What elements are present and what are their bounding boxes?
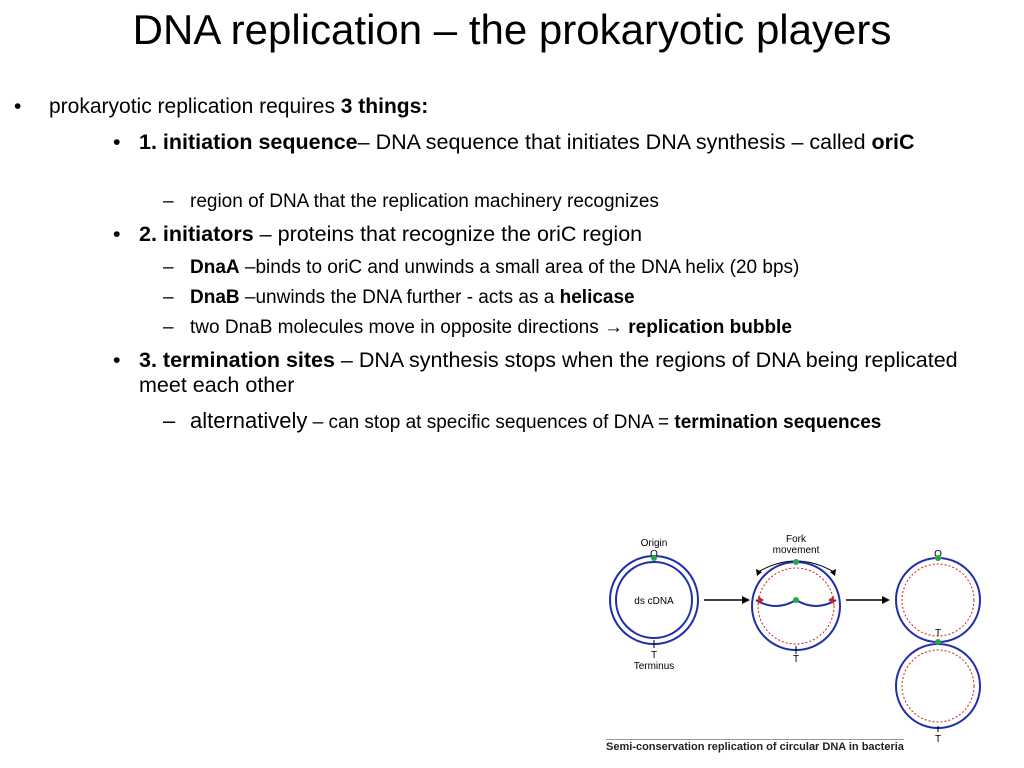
slide-title: DNA replication – the prokaryotic player… [132, 6, 892, 53]
sub-bullet-region: – region of DNA that the replication mac… [163, 189, 1003, 215]
dash-marker: – [163, 408, 176, 433]
sub-bullet-text: –binds to oriC and unwinds a small area … [239, 257, 800, 278]
bullet-dot: • [113, 348, 121, 372]
dash-marker: – [163, 287, 174, 308]
bullet-dot: • [113, 130, 121, 154]
bullet-bold: 2. initiators [139, 222, 254, 246]
bullet-initiators: • 2. initiators – proteins that recogniz… [113, 222, 1013, 247]
origin-dot [793, 559, 799, 565]
bullet-bold-oric: oriC [871, 130, 915, 154]
fork-arrow-left-head [756, 569, 762, 576]
arrow-icon [846, 596, 890, 604]
terminus-dot [935, 639, 941, 645]
sub-bullet-big: alternatively [190, 408, 308, 433]
origin-label: Origin [641, 538, 668, 549]
bullet-bold: 3 things: [340, 95, 429, 118]
t-label-lower: T [935, 734, 941, 745]
bullet-initiation-sequence: • 1. initiation sequence– DNA sequence t… [113, 130, 1013, 155]
panel-fork-movement: Fork movement T [751, 534, 841, 665]
dash-marker: – [163, 317, 174, 338]
bullet-dot: • [14, 95, 22, 118]
lower-new-strand [901, 649, 975, 723]
bullet-termination-sites: • 3. termination sites – DNA synthesis s… [113, 348, 1003, 398]
circular-dna-replication-diagram: Origin O ds cDNA T Terminus Fork movemen… [609, 534, 981, 745]
sub-bullet-bold: DnaB [190, 287, 240, 308]
t-label: T [651, 650, 657, 661]
t-label-upper: T [935, 628, 941, 639]
bullet-dot: • [113, 222, 121, 246]
sub-bullet-two-dnab: – two DnaB molecules move in opposite di… [163, 315, 1003, 341]
sub-bullet-dnaa: – DnaA –binds to oriC and unwinds a smal… [163, 255, 1003, 281]
fork-label-line1: Fork [786, 534, 807, 545]
fork-left [758, 596, 764, 604]
sub-bullet-text: – can stop at specific sequences of DNA … [307, 412, 675, 433]
right-arrow-icon: → [603, 317, 623, 338]
t-label: T [793, 654, 799, 665]
bullet-text: – proteins that recognize the oriC regio… [253, 222, 643, 246]
dash-marker: – [163, 191, 174, 212]
ds-cdna-label: ds cDNA [634, 596, 674, 607]
arrow-icon [704, 596, 750, 604]
upper-new-strand [901, 563, 975, 637]
lower-outer-strand [895, 643, 981, 729]
bullet-text: – DNA synthesis stops when the regions o… [139, 348, 958, 397]
outer-strand [751, 561, 841, 651]
figure-caption: Semi-conservation replication of circula… [606, 739, 904, 753]
o-label: O [934, 549, 942, 560]
bullet-text: prokaryotic replication requires [49, 95, 341, 118]
dash-marker: – [163, 257, 174, 278]
sub-bullet-text: two DnaB molecules move in opposite dire… [190, 317, 604, 338]
sub-bullet-bold: replication bubble [628, 317, 792, 338]
new-strand [757, 567, 835, 645]
inner-strand [615, 561, 693, 639]
sub-bullet-bold: termination sequences [674, 412, 882, 433]
bullet-bold: 3. termination sites [139, 348, 335, 372]
origin-dot-inner [793, 597, 799, 603]
sub-bullet-text: –unwinds the DNA further - acts as a [239, 287, 560, 308]
sub-bullet-bold: DnaA [190, 257, 240, 278]
origin-dot [935, 555, 941, 561]
sub-bullet-text: region of DNA that the replication machi… [190, 191, 659, 212]
fork-label-line2: movement [773, 545, 820, 556]
fork-arrow-right-head [830, 569, 836, 576]
fork-right [828, 596, 834, 604]
bullet-text: – DNA sequence that initiates DNA synthe… [357, 130, 872, 154]
terminus-label: Terminus [634, 661, 675, 672]
sub-bullet-alternatively: – alternatively – can stop at specific s… [163, 408, 923, 436]
bullet-bold: 1. initiation sequence [139, 130, 358, 154]
panel-ds-cdna: Origin O ds cDNA T Terminus [609, 538, 699, 672]
sub-bullet-bold-helicase: helicase [559, 287, 635, 308]
origin-dot [651, 555, 657, 561]
sub-bullet-dnab: – DnaB –unwinds the DNA further - acts a… [163, 285, 1003, 311]
panel-two-circles: O T T [895, 549, 981, 745]
o-label: O [650, 549, 658, 560]
